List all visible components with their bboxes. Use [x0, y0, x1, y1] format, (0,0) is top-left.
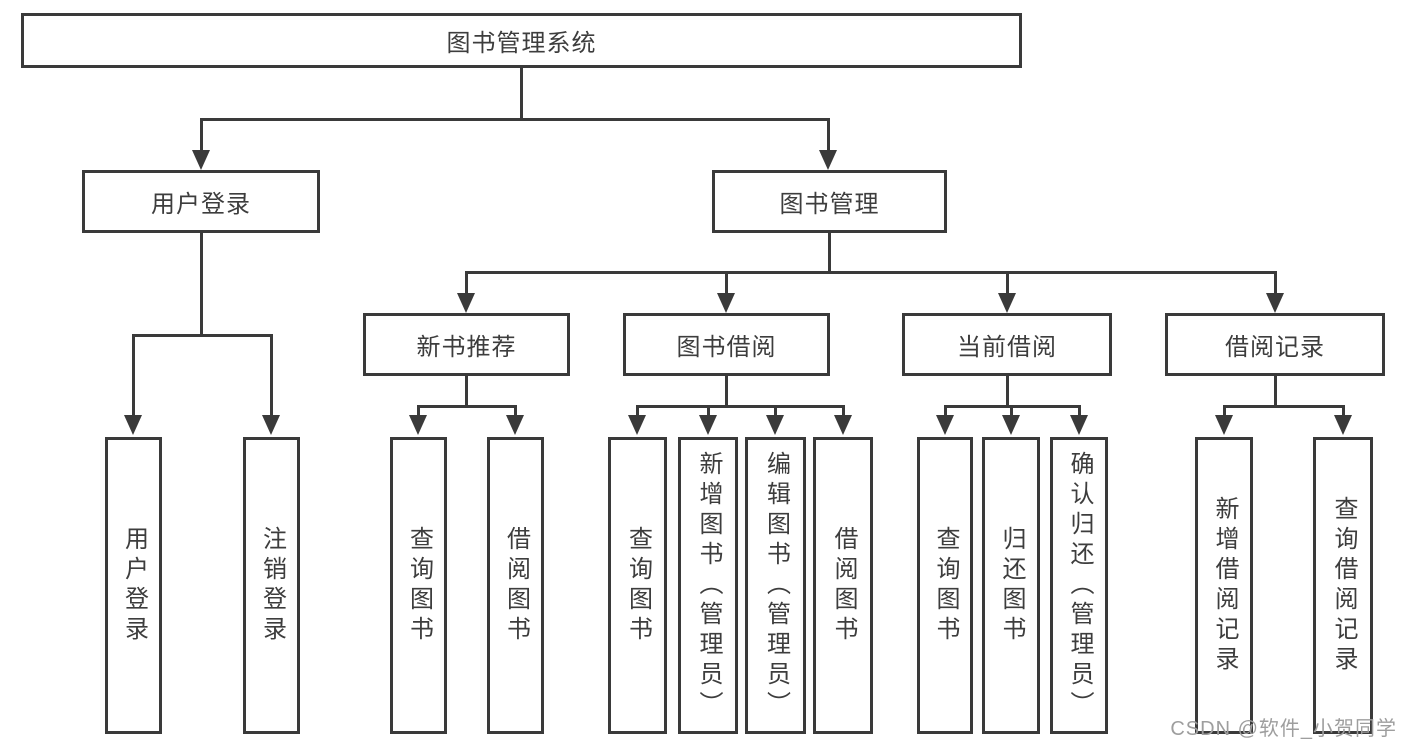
node-user-login: 用户登录 [82, 170, 320, 233]
leaf-edit-book-admin-label: 编辑图书（管理员） [762, 450, 790, 721]
arrowhead-borrowing-records [1266, 293, 1284, 313]
leaf-logout: 注销登录 [243, 437, 300, 734]
connector-drop-current-borrowing [1006, 271, 1009, 295]
node-root: 图书管理系统 [21, 13, 1022, 68]
arrowhead-g2c1 [1002, 415, 1020, 435]
arrowhead-new-book-recommend [457, 293, 475, 313]
leaf-query-borrow-record-label: 查询借阅记录 [1330, 495, 1357, 676]
arrowhead-book-management [819, 150, 837, 170]
leaf-edit-book-admin: 编辑图书（管理员） [745, 437, 806, 734]
node-new-book-recommend: 新书推荐 [363, 313, 570, 376]
node-borrowing-records-label: 借阅记录 [1225, 334, 1325, 361]
connector-drop-borrowing-records [1274, 271, 1277, 295]
leaf-query-books-recommend: 查询图书 [390, 437, 447, 734]
connector-drop-leaf-logout [270, 334, 273, 417]
connector-drop-g0c0 [417, 405, 420, 418]
connector-group3-bar [1223, 405, 1345, 408]
leaf-query-books-borrowing-label: 查询图书 [624, 525, 652, 646]
connector-book-management-bar [465, 271, 1277, 274]
connector-user-login-stem [200, 231, 203, 337]
node-current-borrowing: 当前借阅 [902, 313, 1112, 376]
leaf-borrow-books-recommend-label: 借阅图书 [502, 525, 530, 646]
node-book-borrowing-label: 图书借阅 [676, 334, 777, 361]
arrowhead-book-borrowing [717, 293, 735, 313]
connector-drop-book-management [827, 118, 830, 152]
connector-drop-g2c0 [944, 405, 947, 418]
arrowhead-g0c1 [506, 415, 524, 435]
connector-drop-new-book-recommend [465, 271, 468, 295]
node-book-management-label: 图书管理 [779, 191, 880, 218]
watermark: CSDN @软件_小贺同学 [1170, 718, 1397, 740]
connector-group1-bar [636, 405, 845, 408]
arrowhead-g1c1 [699, 415, 717, 435]
arrowhead-g0c0 [409, 415, 427, 435]
arrowhead-leaf-user-login [124, 415, 142, 435]
leaf-query-books-current: 查询图书 [917, 437, 973, 734]
arrowhead-g1c0 [628, 415, 646, 435]
connector-group0-bar [417, 405, 517, 408]
arrowhead-g2c0 [936, 415, 954, 435]
leaf-confirm-return-admin: 确认归还（管理员） [1050, 437, 1108, 734]
leaf-add-book-admin: 新增图书（管理员） [678, 437, 738, 734]
arrowhead-leaf-logout [262, 415, 280, 435]
node-current-borrowing-label: 当前借阅 [957, 334, 1057, 361]
connector-group3-stem [1274, 374, 1277, 407]
connector-drop-user-login [200, 118, 203, 152]
leaf-query-books-borrowing: 查询图书 [608, 437, 667, 734]
connector-group2-stem [1006, 374, 1009, 407]
node-root-label: 图书管理系统 [446, 30, 597, 57]
leaf-logout-label: 注销登录 [258, 525, 286, 646]
leaf-add-book-admin-label: 新增图书（管理员） [695, 450, 722, 721]
connector-drop-g3c0 [1223, 405, 1226, 418]
leaf-query-borrow-record: 查询借阅记录 [1313, 437, 1373, 734]
connector-root-stem [520, 66, 523, 120]
connector-user-login-bar [132, 334, 273, 337]
connector-drop-g3c1 [1342, 405, 1345, 418]
node-new-book-recommend-label: 新书推荐 [416, 334, 517, 361]
arrowhead-current-borrowing [998, 293, 1016, 313]
leaf-return-book: 归还图书 [982, 437, 1040, 734]
connector-drop-g1c1 [707, 405, 710, 418]
leaf-borrow-books-recommend: 借阅图书 [487, 437, 544, 734]
connector-drop-leaf-user-login [132, 334, 135, 417]
connector-drop-g2c2 [1078, 405, 1081, 418]
connector-drop-book-borrowing [725, 271, 728, 295]
connector-drop-g1c3 [842, 405, 845, 418]
leaf-borrow-books-borrowing: 借阅图书 [813, 437, 873, 734]
leaf-return-book-label: 归还图书 [998, 525, 1025, 646]
node-book-borrowing: 图书借阅 [623, 313, 830, 376]
leaf-confirm-return-admin-label: 确认归还（管理员） [1066, 450, 1093, 721]
arrowhead-g1c3 [834, 415, 852, 435]
node-borrowing-records: 借阅记录 [1165, 313, 1385, 376]
connector-drop-g1c0 [636, 405, 639, 418]
node-user-login-label: 用户登录 [151, 191, 251, 218]
node-book-management: 图书管理 [712, 170, 947, 233]
leaf-add-borrow-record-label: 新增借阅记录 [1211, 495, 1238, 676]
arrowhead-g3c1 [1334, 415, 1352, 435]
arrowhead-user-login [192, 150, 210, 170]
connector-drop-g2c1 [1010, 405, 1013, 418]
arrowhead-g2c2 [1070, 415, 1088, 435]
connector-root-bar [200, 118, 830, 121]
leaf-query-books-current-label: 查询图书 [932, 525, 959, 646]
leaf-query-books-recommend-label: 查询图书 [405, 525, 433, 646]
leaf-user-login: 用户登录 [105, 437, 162, 734]
connector-drop-g0c1 [514, 405, 517, 418]
leaf-add-borrow-record: 新增借阅记录 [1195, 437, 1253, 734]
connector-group1-stem [725, 374, 728, 407]
connector-drop-g1c2 [774, 405, 777, 418]
arrowhead-g1c2 [766, 415, 784, 435]
leaf-user-login-label: 用户登录 [120, 525, 148, 646]
connector-group0-stem [465, 374, 468, 407]
leaf-borrow-books-borrowing-label: 借阅图书 [830, 525, 857, 646]
connector-book-management-stem [828, 231, 831, 274]
arrowhead-g3c0 [1215, 415, 1233, 435]
